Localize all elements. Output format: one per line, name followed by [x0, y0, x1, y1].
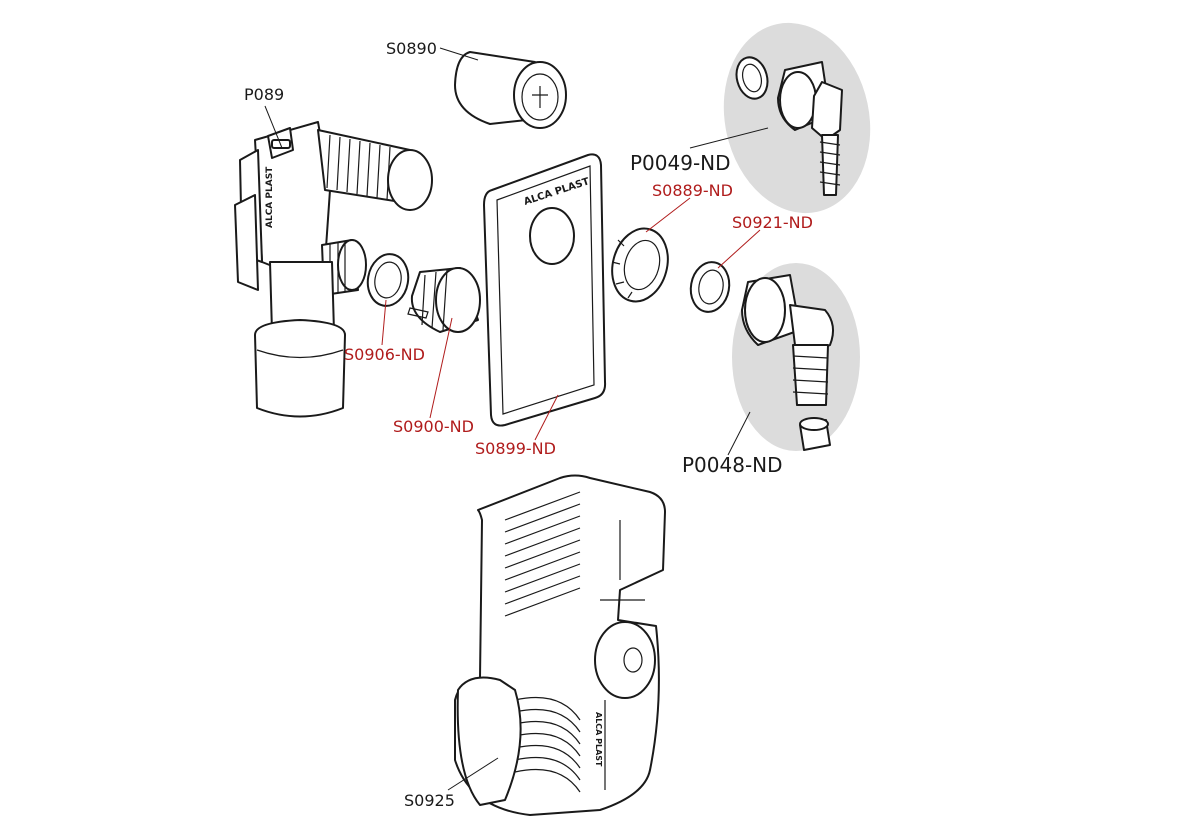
label-s0890: S0890: [386, 39, 437, 58]
part-p0048-elbow: [741, 274, 835, 451]
leader-s0899: [534, 394, 559, 441]
label-s0889: S0889-ND: [652, 181, 733, 200]
label-p089: P089: [244, 85, 284, 104]
label-p0049: P0049-ND: [630, 151, 731, 175]
part-p089-body: ALCA PLAST: [234, 121, 433, 418]
leader-s0889: [645, 197, 691, 233]
leader-s0925: [447, 757, 499, 791]
leader-p0048: [727, 411, 751, 456]
leader-p089: [264, 105, 283, 149]
part-s0921-gasket: [689, 261, 731, 313]
brand-mark-trap: ALCA PLAST: [594, 712, 603, 767]
label-s0899: S0899-ND: [475, 439, 556, 458]
brand-mark-body: ALCA PLAST: [265, 166, 275, 228]
label-s0921: S0921-ND: [732, 213, 813, 232]
part-s0925-housing: ALCA PLAST: [454, 474, 666, 816]
leader-s0900: [429, 317, 453, 419]
part-s0899-plate: ALCA PLAST: [483, 153, 607, 427]
part-s0890-cap: [454, 51, 567, 129]
part-s0889-ring-nut: [611, 227, 669, 303]
leader-s0921: [717, 229, 761, 269]
leader-s0890: [439, 47, 479, 61]
label-p0048: P0048-ND: [682, 453, 783, 477]
part-s0900-nut: [407, 267, 481, 333]
part-p0049-elbow: [735, 56, 843, 196]
label-s0900: S0900-ND: [393, 417, 474, 436]
label-s0925: S0925: [404, 791, 455, 810]
label-s0906: S0906-ND: [344, 345, 425, 364]
leader-s0906: [381, 299, 387, 346]
part-s0906-gasket: [366, 253, 410, 307]
leader-p0049: [689, 127, 769, 149]
